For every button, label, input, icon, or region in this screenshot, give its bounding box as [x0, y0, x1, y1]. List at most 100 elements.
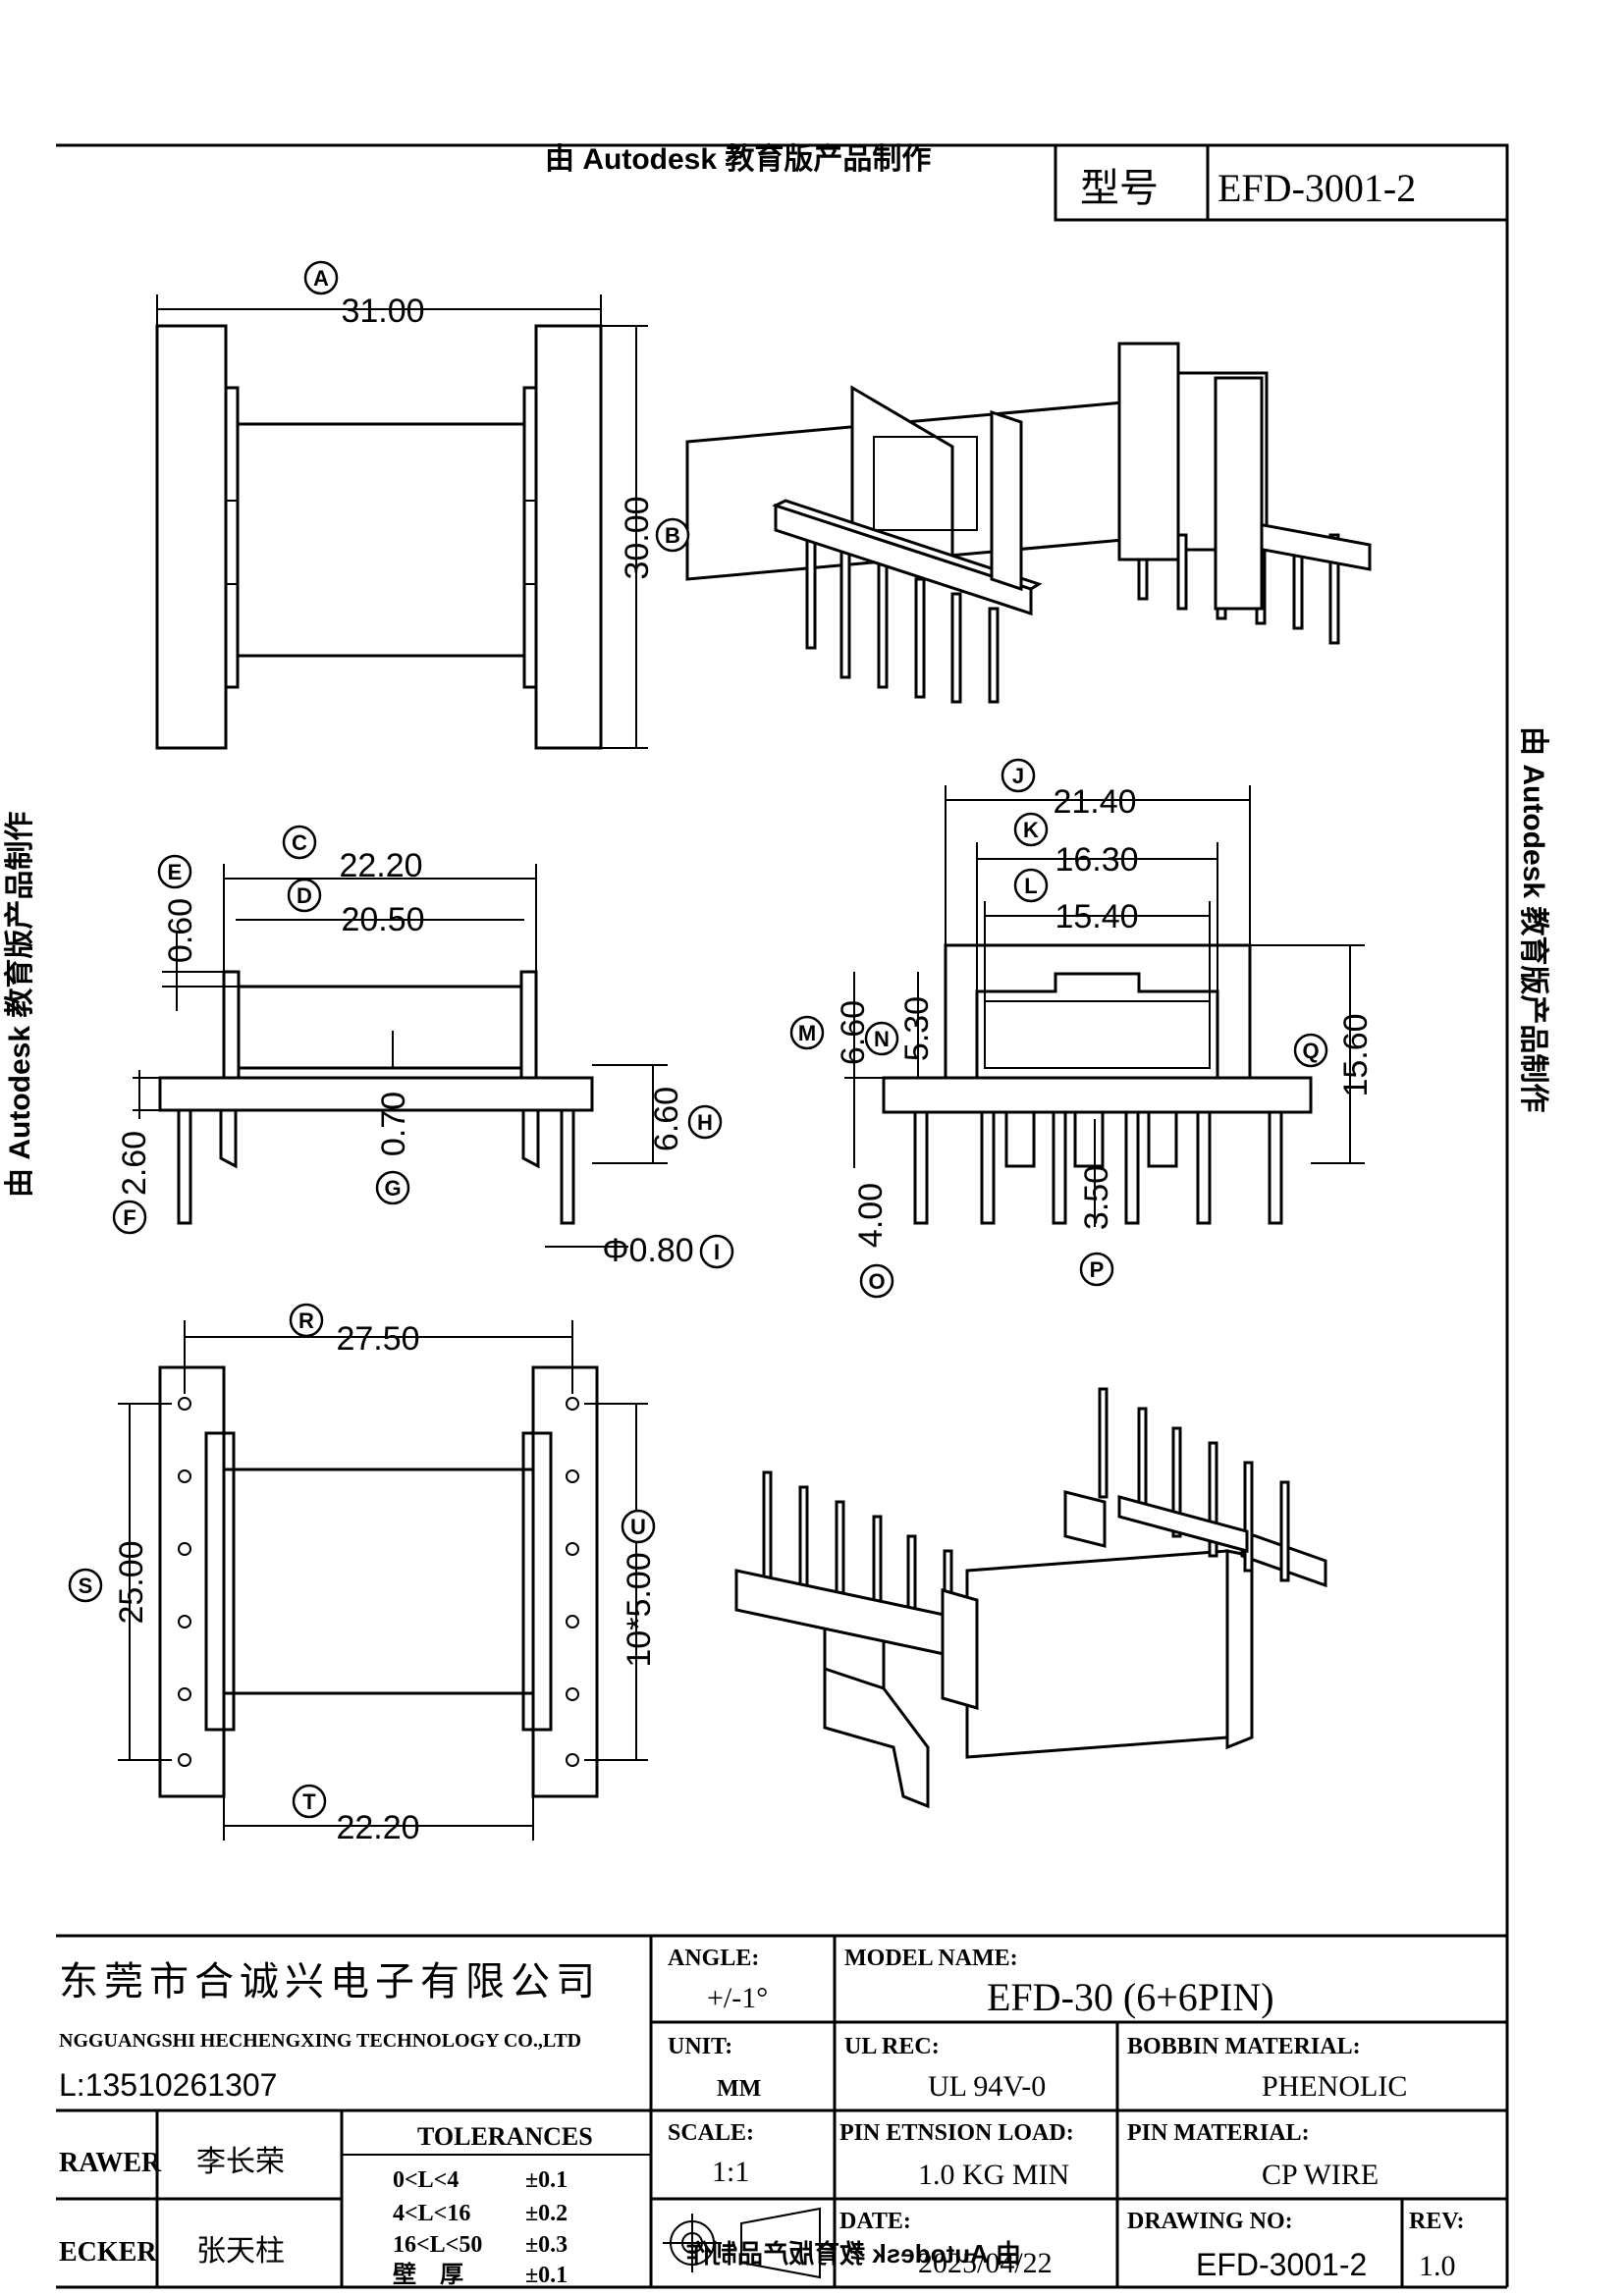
drawing-no-label: DRAWING NO:	[1127, 2209, 1293, 2234]
tolerance-value: ±0.2	[525, 2201, 568, 2226]
tolerance-range: 16<L<50	[393, 2232, 482, 2258]
svg-text:O: O	[868, 1269, 885, 1294]
callout-C: C 22.20	[282, 825, 423, 884]
svg-text:D: D	[297, 883, 312, 908]
callout-Q: Q 15.60	[1293, 1013, 1375, 1097]
svg-text:G: G	[384, 1176, 401, 1201]
watermark-right: 由 Autodesk 教育版产品制作	[1517, 726, 1550, 1112]
svg-text:P: P	[1090, 1257, 1105, 1282]
pin-load-value: 1.0 KG MIN	[918, 2159, 1069, 2191]
company-tel: L:13510261307	[59, 2067, 277, 2103]
tolerances-label: TOLERANCES	[417, 2122, 593, 2151]
tolerance-value: ±0.3	[525, 2232, 568, 2258]
side-view	[844, 785, 1365, 1227]
dim-h-value: 6.60	[648, 1087, 685, 1151]
date-value: 2025/04/22	[918, 2247, 1053, 2279]
callout-E: E 0.60	[157, 854, 199, 963]
tolerance-range: 0<L<4	[393, 2167, 459, 2193]
callout-K: K 16.30	[1013, 812, 1139, 879]
callout-R: R 27.50	[289, 1303, 420, 1358]
watermark-bottom-mirrored: 由 Autodesk 教育版产品制作	[686, 2239, 1021, 2269]
checker-label: ECKER	[59, 2237, 157, 2268]
dim-g-value: 0.70	[375, 1092, 412, 1156]
svg-text:B: B	[665, 523, 680, 548]
unit-value: MM	[717, 2076, 761, 2102]
iso2-pins-right	[1098, 1387, 1290, 1582]
callout-U: U 10*5.00	[621, 1509, 658, 1668]
dim-k-value: 16.30	[1055, 841, 1138, 879]
ul-rec-value: UL 94V-0	[928, 2070, 1046, 2103]
ul-rec-label: UL REC:	[844, 2034, 940, 2059]
callout-A: A 31.00	[303, 260, 425, 330]
angle-value: +/-1°	[707, 1982, 768, 2014]
dim-e-value: 0.60	[162, 898, 199, 963]
svg-text:U: U	[630, 1515, 646, 1539]
model-name-value: EFD-30 (6+6PIN)	[987, 1975, 1274, 2019]
company-name-en: NGGUANGSHI HECHENGXING TECHNOLOGY CO.,LT…	[59, 2030, 581, 2052]
callout-I: I Φ0.80	[602, 1232, 734, 1269]
tolerance-range: 壁 厚	[393, 2261, 463, 2288]
svg-text:L: L	[1024, 874, 1037, 898]
angle-label: ANGLE:	[668, 1946, 759, 1971]
callout-H: H 6.60	[648, 1087, 723, 1151]
dim-a-value: 31.00	[341, 293, 424, 330]
scale-value: 1:1	[712, 2156, 749, 2188]
model-label: 型号	[1080, 166, 1159, 210]
dim-n-value: 5.30	[898, 996, 936, 1061]
svg-text:Q: Q	[1302, 1039, 1319, 1063]
callout-B: B 30.00	[619, 496, 690, 580]
callout-F: F 2.60	[112, 1131, 153, 1235]
drawer-label: RAWER	[59, 2148, 162, 2178]
callout-O: O 4.00	[852, 1183, 894, 1299]
dim-c-value: 22.20	[339, 847, 422, 884]
front-view	[133, 864, 668, 1248]
svg-text:E: E	[168, 860, 183, 884]
tolerance-value: ±0.1	[525, 2263, 568, 2288]
projection-symbol	[663, 2207, 821, 2279]
tolerance-value: ±0.1	[525, 2167, 568, 2193]
svg-text:M: M	[798, 1021, 816, 1045]
rev-value: 1.0	[1419, 2250, 1456, 2282]
isometric-view-top	[685, 342, 1372, 704]
dim-q-value: 15.60	[1337, 1013, 1375, 1096]
svg-text:A: A	[313, 266, 329, 291]
watermark-left: 由 Autodesk 教育版产品制作	[3, 812, 36, 1198]
dim-p-value: 3.50	[1078, 1165, 1115, 1230]
scale-label: SCALE:	[668, 2120, 754, 2146]
svg-text:H: H	[697, 1110, 713, 1135]
company-name-cn: 东莞市合诚兴电子有限公司	[59, 1959, 601, 2003]
model-name-label: MODEL NAME:	[844, 1946, 1018, 1971]
callout-D: D 20.50	[287, 878, 425, 938]
svg-text:S: S	[79, 1574, 93, 1598]
callout-J: J 21.40	[1001, 758, 1137, 821]
callout-L: L 15.40	[1013, 868, 1139, 935]
pin-load-label: PIN ETNSION LOAD:	[839, 2120, 1074, 2146]
svg-text:F: F	[123, 1205, 135, 1230]
bobbin-material-value: PHENOLIC	[1262, 2070, 1407, 2103]
dim-f-value: 2.60	[116, 1131, 153, 1196]
tolerance-rows: 0<L<4 ±0.1 4<L<16 ±0.2 16<L<50 ±0.3 壁 厚 …	[393, 2167, 568, 2288]
svg-text:J: J	[1012, 764, 1024, 788]
callout-S: S 25.00	[68, 1540, 150, 1625]
svg-text:N: N	[874, 1027, 890, 1051]
pin-material-label: PIN MATERIAL:	[1127, 2120, 1310, 2146]
callout-T: T 22.20	[292, 1784, 420, 1846]
isometric-view-bottom	[734, 1387, 1327, 1809]
dim-m-value: 6.60	[835, 1000, 872, 1065]
date-label: DATE:	[839, 2209, 911, 2234]
svg-text:C: C	[292, 830, 307, 855]
title-block: 东莞市合诚兴电子有限公司 NGGUANGSHI HECHENGXING TECH…	[56, 1934, 1507, 2288]
dim-s-value: 25.00	[113, 1540, 150, 1624]
dim-o-value: 4.00	[852, 1183, 890, 1248]
dim-d-value: 20.50	[341, 901, 424, 938]
svg-text:T: T	[302, 1789, 316, 1814]
watermark-top: 由 Autodesk 教育版产品制作	[545, 142, 931, 176]
dim-t-value: 22.20	[336, 1809, 419, 1846]
svg-text:R: R	[298, 1308, 314, 1333]
dimension-labels: A 31.00 B 30.00 C 22.20 D 20.50 E 0.60 F…	[68, 260, 1375, 1846]
svg-text:K: K	[1023, 818, 1039, 842]
dim-r-value: 27.50	[336, 1320, 419, 1358]
unit-label: UNIT:	[668, 2034, 732, 2059]
callout-P: P 3.50	[1078, 1165, 1115, 1287]
